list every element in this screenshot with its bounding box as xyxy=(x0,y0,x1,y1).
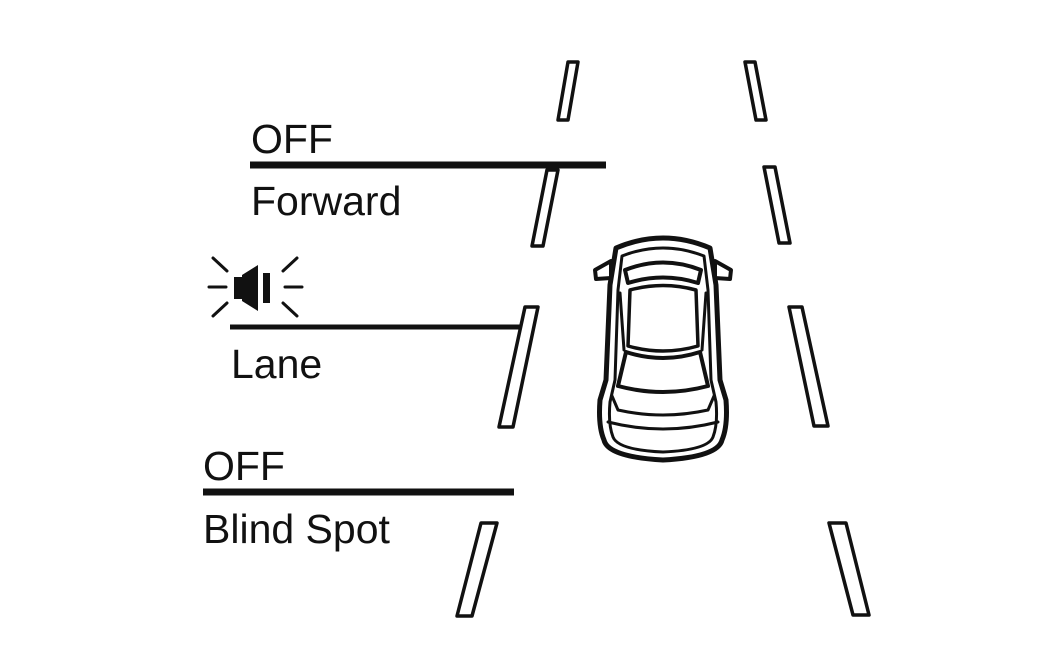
speaker-alert-icon xyxy=(207,256,304,318)
blind-spot-status-text: OFF xyxy=(203,443,285,489)
car-icon xyxy=(593,235,733,463)
forward-status-text: OFF xyxy=(251,116,333,162)
forward-label: Forward xyxy=(251,178,402,224)
lane-marking xyxy=(762,165,792,245)
lane-marking xyxy=(556,60,580,122)
lane-marking xyxy=(827,521,871,617)
lane-marking xyxy=(787,305,830,428)
lane-marking xyxy=(743,60,768,122)
lane-label: Lane xyxy=(231,341,323,387)
lane-marking xyxy=(497,305,540,429)
lane-marking xyxy=(530,168,560,248)
lane-marking xyxy=(455,521,499,618)
blind-spot-label: Blind Spot xyxy=(203,506,390,552)
